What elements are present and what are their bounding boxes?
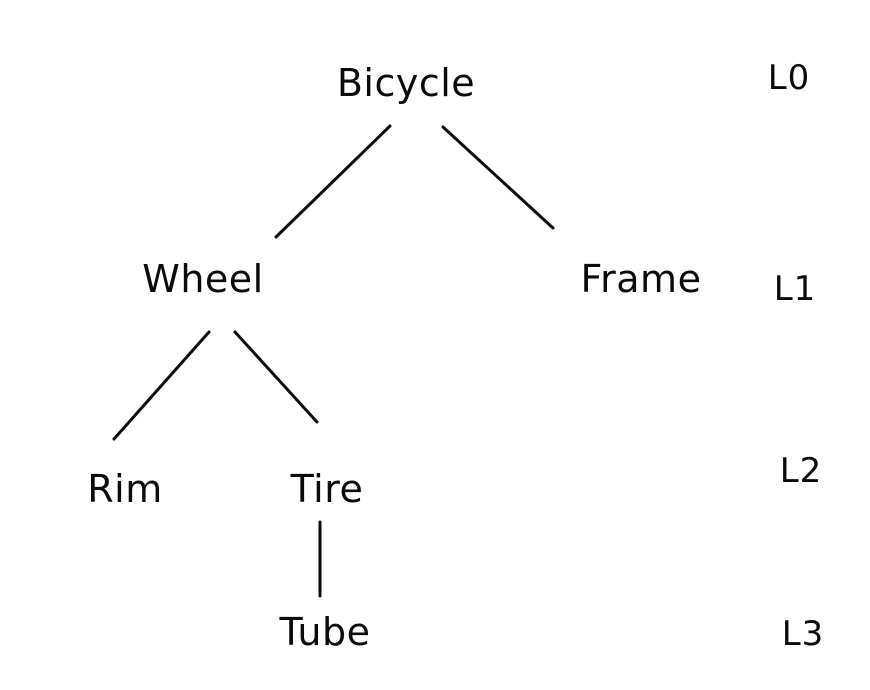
node-bicycle[interactable]: Bicycle <box>336 61 476 105</box>
level-label-l2: L2 <box>779 451 823 491</box>
node-tube[interactable]: Tube <box>279 610 371 654</box>
level-label-l1: L1 <box>773 269 817 309</box>
level-label-l3: L3 <box>781 614 825 654</box>
node-rim[interactable]: Rim <box>87 467 163 511</box>
edge-bicycle-wheel <box>274 124 392 239</box>
edge-bicycle-frame <box>441 125 555 230</box>
node-frame[interactable]: Frame <box>580 257 702 301</box>
node-wheel[interactable]: Wheel <box>142 257 264 301</box>
level-label-l0: L0 <box>767 58 811 98</box>
edge-wheel-tire <box>233 330 319 424</box>
edge-wheel-rim <box>112 330 211 441</box>
node-tire[interactable]: Tire <box>290 467 364 511</box>
